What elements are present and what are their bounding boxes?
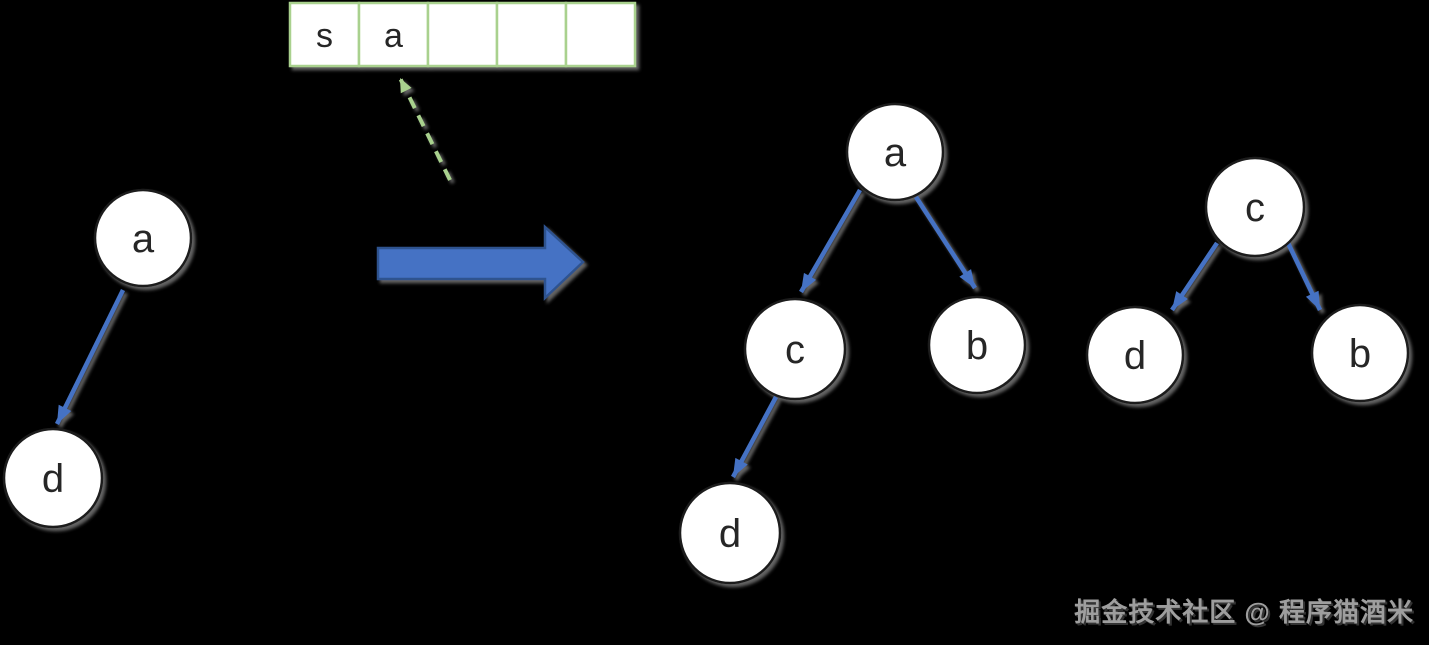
tree-node-a: a [845,102,945,202]
array-cell [357,1,430,68]
node-label: b [966,324,988,368]
transform-arrow-icon [376,224,585,301]
node-label: b [1349,332,1371,376]
edge-a-b [914,195,977,290]
array-cell [288,1,361,68]
node-label: c [1245,186,1265,230]
tree-node-d: d [1085,305,1185,405]
node-label: d [42,457,64,501]
node-label: d [1124,334,1146,378]
tree-before: a d [2,188,193,529]
edge-c-d [1170,241,1219,312]
tree-node-d: d [678,481,782,585]
watermark: 掘金技术社区 @ 程序猫酒米 [1074,597,1414,627]
array-pointer-dashed-arrow [398,77,452,181]
array-cell-value: s [316,17,333,55]
node-label: c [785,328,805,372]
tree-right: c d b [1085,156,1410,405]
edge-c-d [731,395,778,479]
tree-node-c: c [1204,156,1306,258]
tree-node-b: b [927,295,1027,395]
tree-node-c: c [743,297,847,401]
array-cell [426,1,499,68]
tree-node-b: b [1310,303,1410,403]
node-label: a [884,131,907,175]
tree-node-a: a [93,188,193,288]
edge-a-c [799,188,862,294]
array-cell [495,1,568,68]
array-cell [564,1,637,68]
node-label: d [719,512,741,556]
array-cell-value: a [384,17,403,55]
node-label: a [132,217,155,261]
edge-c-b [1285,242,1323,311]
string-array: s a [288,1,637,68]
tree-middle: a c b d [678,102,1027,585]
tree-node-d: d [2,427,104,529]
edge-a-d [54,289,126,425]
